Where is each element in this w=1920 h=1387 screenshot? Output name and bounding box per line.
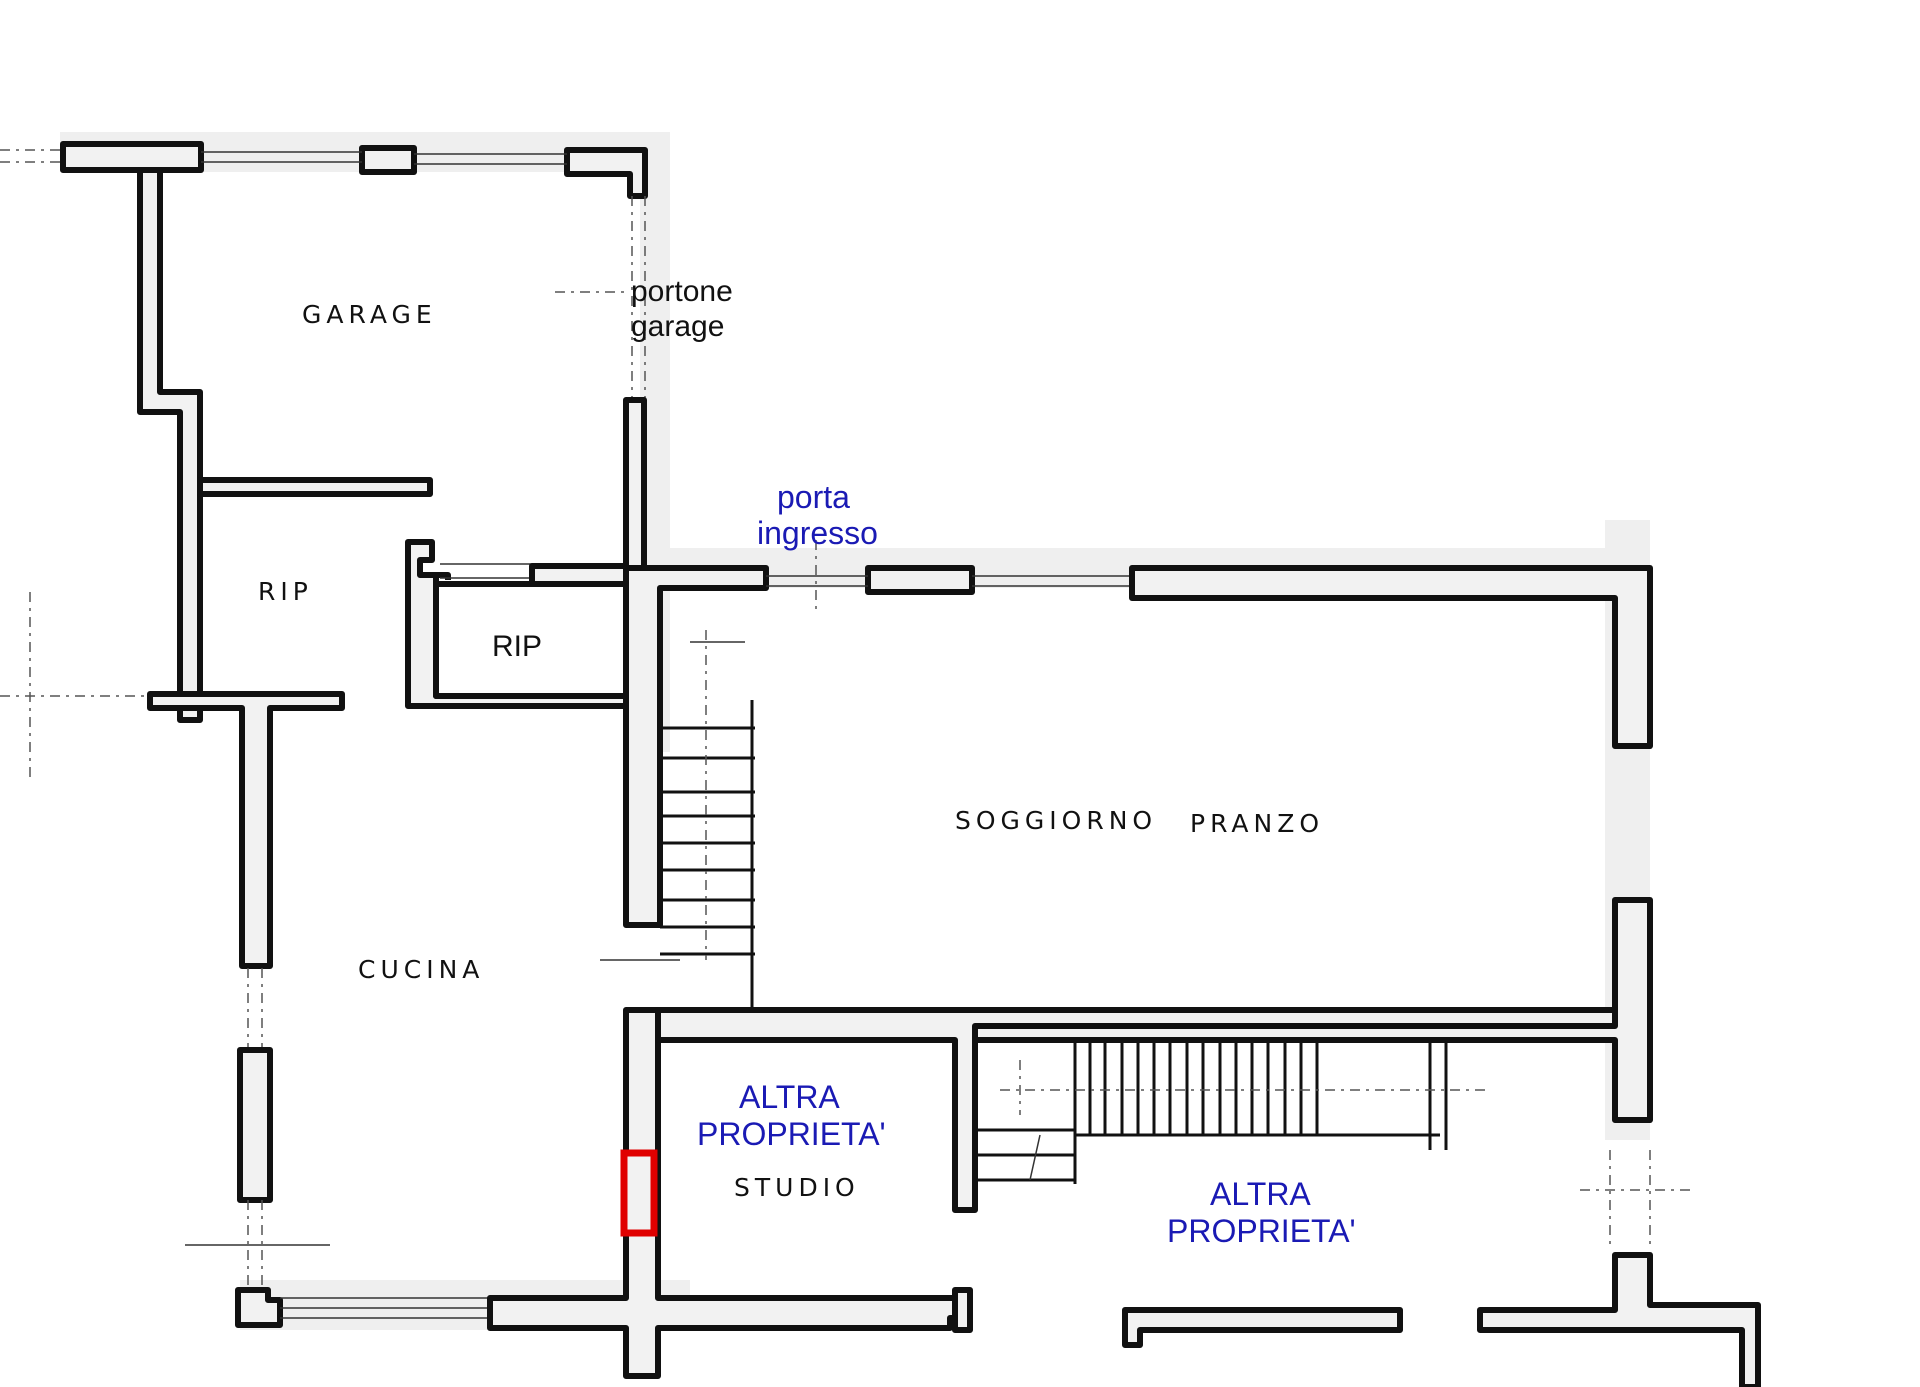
- wall-segment: [359, 145, 417, 175]
- stair-treads-2: [1088, 1040, 1448, 1150]
- wall-soggiorno-top-right: [1129, 565, 1653, 749]
- room-label-pranzo: PRANZO: [1190, 809, 1324, 838]
- wall-cucina-left: [237, 1047, 273, 1203]
- annotation-portone-line2: garage: [631, 310, 724, 343]
- room-label-studio: STUDIO: [734, 1173, 860, 1202]
- wall-soggiorno-bottom: [655, 1007, 1618, 1213]
- highlighted-window: [620, 1149, 658, 1237]
- wall-garage-right: [623, 397, 647, 571]
- wall-hall: [623, 565, 769, 928]
- wall-segment: [60, 141, 204, 173]
- stair-arrow: [1029, 1134, 1041, 1181]
- wall-stub: [952, 1287, 973, 1333]
- annotation-portone-line1: portone: [631, 275, 733, 308]
- wall-rip-cucina: [147, 691, 345, 969]
- annotation-porta-line1: porta: [777, 479, 850, 515]
- wall-bottom-cross: [487, 1007, 963, 1379]
- room-label-rip-right: RIP: [492, 630, 542, 663]
- annotation-porta-line2: ingresso: [757, 515, 878, 551]
- wall-bottom-right: [1477, 1252, 1761, 1387]
- annotation-altra-studio-line2: PROPRIETA': [697, 1116, 886, 1152]
- rip-room-outline: [433, 581, 629, 699]
- wall-segment: [564, 147, 648, 199]
- room-label-garage: GARAGE: [302, 300, 437, 329]
- room-label-rip-left: RIP: [258, 577, 313, 606]
- wall-segment: [865, 565, 975, 595]
- room-label-soggiorno: SOGGIORNO: [955, 806, 1157, 835]
- wall-garage-rip: [197, 477, 433, 497]
- wall-corner: [235, 1287, 283, 1328]
- wall-bottom-mid: [1122, 1307, 1403, 1348]
- annotation-altra-studio-line1: ALTRA: [739, 1079, 840, 1115]
- annotation-altra-right-line1: ALTRA: [1210, 1176, 1311, 1212]
- annotation-altra-right-line2: PROPRIETA': [1167, 1213, 1356, 1249]
- room-label-cucina: CUCINA: [358, 955, 484, 984]
- wall-garage-left: [137, 167, 203, 723]
